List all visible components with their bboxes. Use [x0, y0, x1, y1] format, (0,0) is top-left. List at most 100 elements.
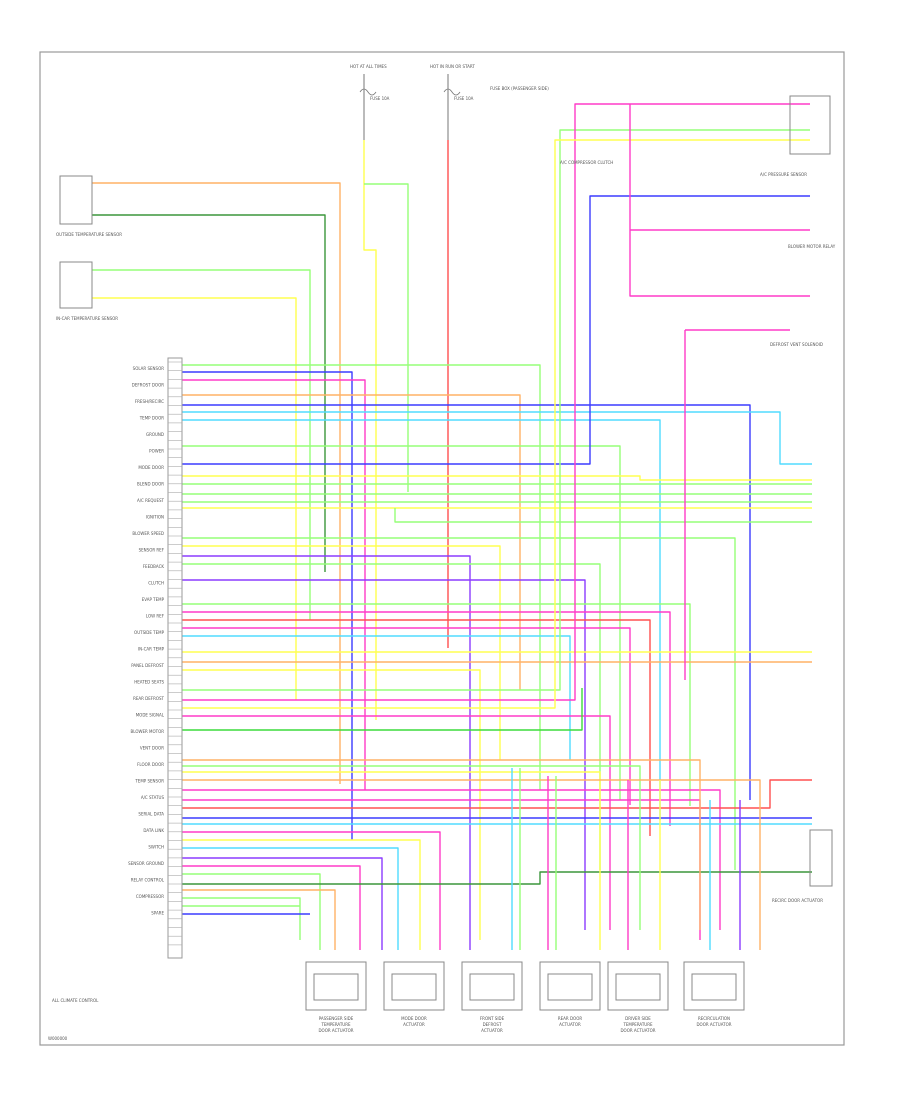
- ac-pressure-sensor-box: [789, 95, 831, 155]
- bottom-component-label: DOOR ACTUATOR: [696, 1022, 731, 1027]
- bottom-component-label: RECIRCULATION: [698, 1016, 730, 1021]
- wire: [182, 865, 361, 950]
- fuse-1-header: HOT AT ALL TIMES: [350, 64, 387, 69]
- ecm-pin-label: A/C STATUS: [141, 795, 165, 800]
- wire: [182, 379, 366, 790]
- wire: [182, 771, 601, 950]
- bottom-component-label: ACTUATOR: [559, 1022, 581, 1027]
- bottom-component-inner: [547, 973, 593, 1001]
- wire: [92, 182, 341, 784]
- ecm-pin-label: IN-CAR TEMP: [138, 647, 165, 652]
- ecm-pin-label: RELAY CONTROL: [131, 878, 165, 883]
- bottom-component-inner: [691, 973, 737, 1001]
- wire: [182, 603, 691, 806]
- wire: [182, 545, 501, 760]
- wire: [394, 508, 812, 523]
- wire: [182, 799, 701, 940]
- wire: [629, 104, 810, 297]
- ecm-pin-label: FLOOR DOOR: [137, 762, 164, 767]
- bottom-component-label: PASSENGER SIDE: [319, 1016, 354, 1021]
- bottom-component-inner: [391, 973, 437, 1001]
- fuse-2-header: HOT IN RUN OR START: [430, 64, 475, 69]
- bottom-component-label: DOOR ACTUATOR: [318, 1028, 353, 1033]
- bottom-component-label: ACTUATOR: [403, 1022, 425, 1027]
- wire: [92, 214, 326, 572]
- bottom-component-label: DEFROST: [483, 1022, 502, 1027]
- wire: [182, 789, 721, 930]
- left-component-2: IN-CAR TEMPERATURE SENSOR: [56, 316, 118, 321]
- bottom-component-label: TEMPERATURE: [320, 1022, 351, 1027]
- wire: [182, 627, 631, 805]
- wire: [363, 140, 377, 720]
- ecm-pin-label: POWER: [149, 449, 164, 454]
- right-component-3: BLOWER MOTOR RELAY: [788, 244, 836, 249]
- wire: [182, 579, 586, 930]
- ecm-pin-label: A/C REQUEST: [137, 498, 165, 503]
- ecm-pin-label: SERIAL DATA: [138, 812, 164, 817]
- bottom-component-label: DRIVER SIDE: [625, 1016, 651, 1021]
- wire: [182, 195, 810, 465]
- wire: [364, 183, 409, 492]
- ecm-pin-label: SENSOR GROUND: [128, 861, 164, 866]
- wire: [182, 394, 521, 690]
- diagram-frame: [39, 51, 845, 1046]
- ecm-pin-label: LOW REF: [146, 614, 165, 619]
- wire: [182, 759, 701, 930]
- wire: [182, 889, 336, 950]
- wire: [182, 779, 812, 809]
- ecm-pin-label: MODE SIGNAL: [136, 713, 165, 718]
- outside-temp-sensor-box: [59, 175, 93, 225]
- ecm-pin-label: SOLAR SENSOR: [133, 366, 165, 371]
- wire: [182, 555, 471, 950]
- ecm-pin-label: HEATED SEATS: [134, 680, 164, 685]
- wire: [182, 635, 571, 760]
- wire: [182, 139, 810, 709]
- right-component-4: DEFROST VENT SOLENOID: [770, 342, 823, 347]
- wire: [182, 619, 651, 836]
- ecm-pin-label: TEMP DOOR: [139, 416, 164, 421]
- bottom-component-label: TEMPERATURE: [622, 1022, 653, 1027]
- ecm-pin-label: TEMP SENSOR: [134, 779, 164, 784]
- bottom-component-inner: [615, 973, 661, 1001]
- fuse-1-label: FUSE 10A: [370, 96, 390, 101]
- fuse-2: HOT IN RUN OR START FUSE 10A: [430, 64, 475, 140]
- right-component-5: RECIRC DOOR ACTUATOR: [772, 898, 823, 903]
- ecm-pin-label: CLUTCH: [148, 581, 164, 586]
- bottom-component-box: [683, 961, 745, 1011]
- wire: [182, 669, 481, 940]
- wire: [182, 779, 761, 950]
- bottom-component-label: FRONT SIDE: [480, 1016, 505, 1021]
- bottom-component-label: MODE DOOR: [401, 1016, 427, 1021]
- page-code: W000000: [48, 1036, 68, 1041]
- wire: [182, 371, 353, 840]
- ecm-pin-label: IGNITION: [146, 515, 164, 520]
- bottom-component-inner: [313, 973, 359, 1001]
- ecm-pin-label: PANEL DEFROST: [131, 663, 164, 668]
- bottom-component-box: [305, 961, 367, 1011]
- right-component-2: A/C COMPRESSOR CLUTCH: [560, 160, 613, 165]
- ecm-pin-label: BLEND DOOR: [137, 482, 164, 487]
- fuse-box-label: FUSE BOX (PASSENGER SIDE): [490, 86, 549, 91]
- wire-group: [92, 103, 812, 950]
- left-component-1: OUTSIDE TEMPERATURE SENSOR: [56, 232, 122, 237]
- wire: [182, 839, 421, 950]
- ecm-pin-label: DATA LINK: [143, 828, 164, 833]
- ecm-pin-label: VENT DOOR: [140, 746, 164, 751]
- ecm-pin-label: SENSOR REF: [139, 548, 165, 553]
- bottom-component-label: DOOR ACTUATOR: [620, 1028, 655, 1033]
- ecm-pin-label: GROUND: [146, 432, 164, 437]
- ecm-pin-label: OUTSIDE TEMP: [134, 630, 165, 635]
- wire: [182, 103, 810, 701]
- right-component-1: A/C PRESSURE SENSOR: [760, 172, 807, 177]
- wire: [182, 857, 383, 950]
- recirc-actuator-box: [809, 829, 833, 887]
- wire: [92, 297, 297, 700]
- wire: [182, 611, 671, 826]
- wire: [182, 765, 641, 930]
- ecm-pin-label: FRESH/RECIRC: [135, 399, 164, 404]
- wire: [182, 688, 583, 731]
- bottom-component-box: [607, 961, 669, 1011]
- ecm-pin-label: SWITCH: [148, 845, 164, 850]
